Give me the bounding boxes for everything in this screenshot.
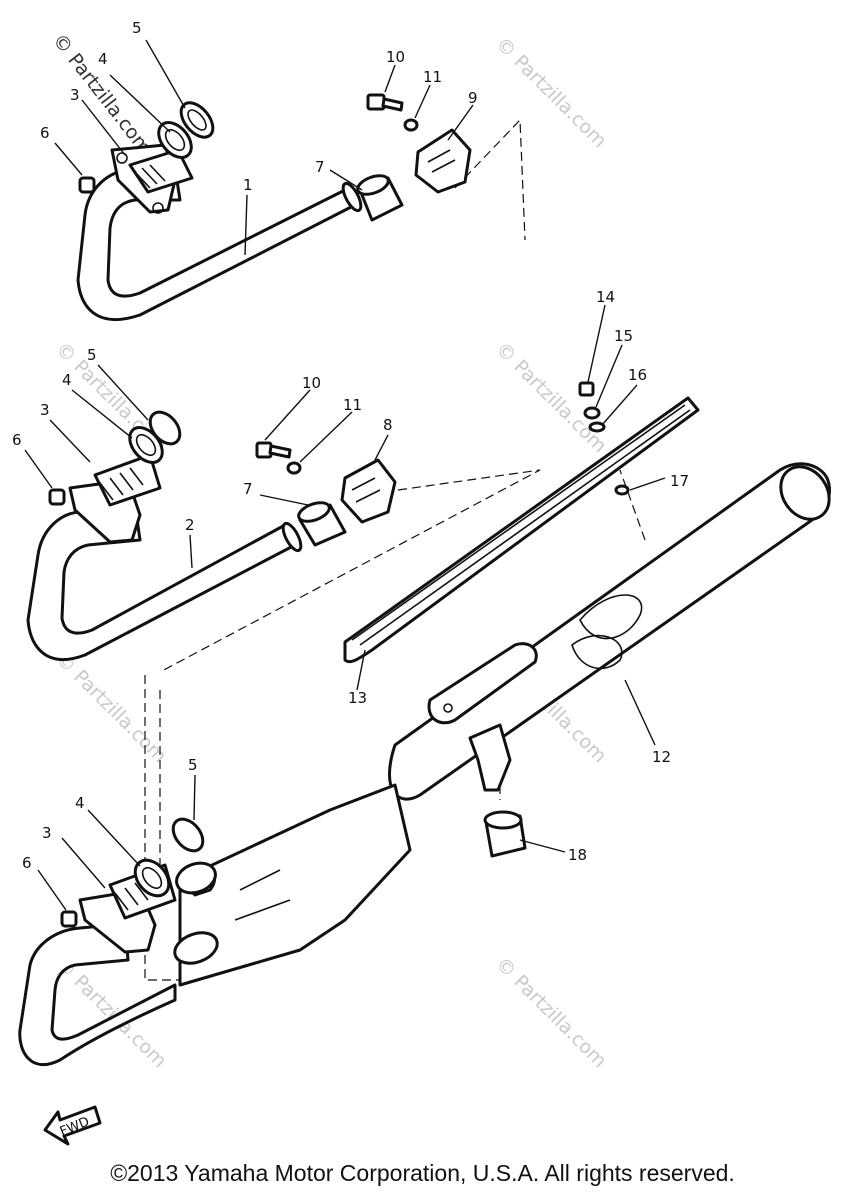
gasket-5-lower bbox=[171, 817, 205, 853]
watermark: © Partzilla.com bbox=[51, 648, 170, 767]
fwd-arrow-icon: FWD bbox=[43, 1105, 102, 1146]
callout-4-top: 4 bbox=[98, 50, 108, 68]
gasket-4-middle bbox=[128, 426, 164, 464]
damper-18 bbox=[483, 810, 527, 858]
nut-6-lower bbox=[60, 910, 78, 928]
gasket-4-lower bbox=[133, 858, 171, 898]
callout-15: 15 bbox=[614, 327, 633, 345]
nut-6-middle bbox=[48, 488, 66, 506]
watermark: © Partzilla.com bbox=[491, 33, 610, 152]
callout-labels: 1 2 3 3 3 4 4 4 5 5 5 6 6 6 7 7 8 9 10 1… bbox=[12, 19, 689, 872]
callout-1: 1 bbox=[243, 176, 253, 194]
clamp-8 bbox=[340, 458, 397, 524]
exhaust-pipe-3-collector bbox=[18, 783, 412, 1067]
callout-3-top: 3 bbox=[70, 86, 80, 104]
heat-protector-13 bbox=[343, 396, 700, 664]
leader-lines bbox=[24, 39, 666, 911]
watermark: © Partzilla.com bbox=[491, 953, 610, 1072]
callout-7-middle: 7 bbox=[243, 480, 253, 498]
callout-11-middle: 11 bbox=[343, 396, 362, 414]
callout-6-middle: 6 bbox=[12, 431, 22, 449]
callout-3-middle: 3 bbox=[40, 401, 50, 419]
callout-12: 12 bbox=[652, 748, 671, 766]
callout-10-middle: 10 bbox=[302, 374, 321, 392]
callout-5-top: 5 bbox=[132, 19, 142, 37]
callout-14: 14 bbox=[596, 288, 615, 306]
callout-5-middle: 5 bbox=[87, 346, 97, 364]
bolt-10-middle bbox=[255, 441, 292, 459]
callout-17: 17 bbox=[670, 472, 689, 490]
callout-4-middle: 4 bbox=[62, 371, 72, 389]
callout-8: 8 bbox=[383, 416, 393, 434]
watermark-dark: © Partzilla.com bbox=[48, 30, 156, 159]
exhaust-pipe-2 bbox=[26, 453, 303, 662]
callout-16: 16 bbox=[628, 366, 647, 384]
nut-17 bbox=[614, 484, 630, 496]
callout-10-top: 10 bbox=[386, 48, 405, 66]
nut-6-top bbox=[78, 176, 96, 194]
bolt-14 bbox=[578, 381, 595, 397]
callout-6-top: 6 bbox=[40, 124, 50, 142]
callout-7-top: 7 bbox=[315, 158, 325, 176]
muffler-12 bbox=[388, 462, 831, 801]
bolt-10-top bbox=[366, 93, 404, 112]
callout-18: 18 bbox=[568, 846, 587, 864]
callout-4-lower: 4 bbox=[75, 794, 85, 812]
exhaust-pipe-1 bbox=[76, 143, 363, 321]
sleeve-7-middle bbox=[297, 501, 347, 547]
callout-3-lower: 3 bbox=[42, 824, 52, 842]
washer-16 bbox=[588, 421, 606, 433]
sleeve-7-top bbox=[356, 174, 404, 222]
watermark: © Partzilla.com bbox=[491, 338, 610, 457]
copyright-notice: ©2013 Yamaha Motor Corporation, U.S.A. A… bbox=[110, 1160, 735, 1186]
callout-13: 13 bbox=[348, 689, 367, 707]
callout-2: 2 bbox=[185, 516, 195, 534]
washer-15 bbox=[583, 406, 601, 420]
washer-11-middle bbox=[286, 461, 302, 475]
clamp-9 bbox=[414, 128, 472, 194]
callout-6-lower: 6 bbox=[22, 854, 32, 872]
callout-5-lower: 5 bbox=[188, 756, 198, 774]
gasket-5-middle bbox=[148, 410, 182, 446]
callout-11-top: 11 bbox=[423, 68, 442, 86]
callout-9: 9 bbox=[468, 89, 478, 107]
washer-11-top bbox=[403, 118, 419, 132]
gasket-5-top bbox=[179, 101, 215, 139]
